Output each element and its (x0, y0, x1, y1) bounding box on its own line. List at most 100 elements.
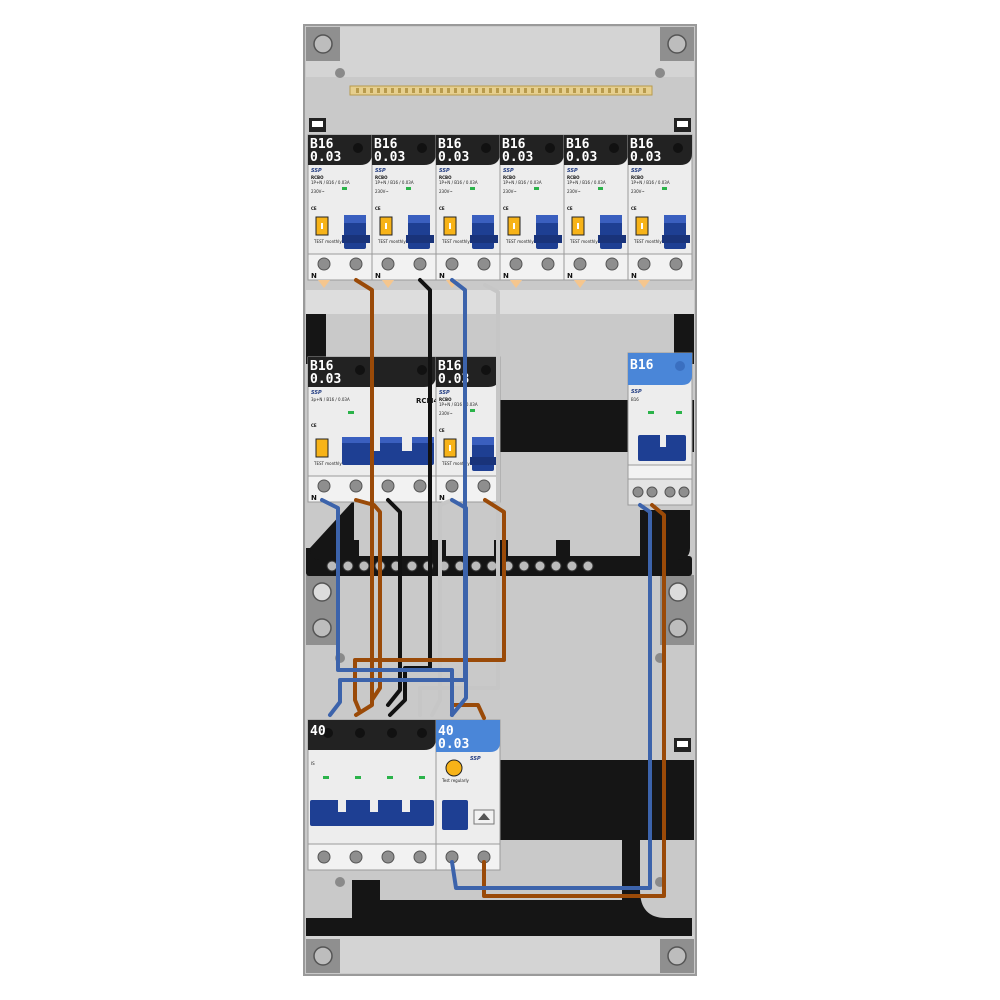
terminal-strip (371, 253, 437, 281)
busbar-pin (363, 88, 366, 93)
spec-label: 230V~ (439, 189, 453, 194)
busbar-pin (468, 88, 471, 93)
rating-label: 40 (310, 724, 326, 739)
status-led (348, 411, 354, 414)
bar-terminal (358, 560, 370, 572)
module-header (628, 135, 692, 165)
busbar-pin (587, 88, 590, 93)
spec-label: 230V~ (631, 189, 645, 194)
wire-blue-4 (450, 503, 652, 890)
busbar-pin (440, 88, 443, 93)
spec-label: RCBO (631, 175, 644, 180)
wire-brown-1 (354, 278, 374, 717)
module-header (436, 357, 500, 387)
test-caption: TEST monthly (441, 239, 470, 244)
busbar-pin (566, 88, 569, 93)
switch-handle (442, 800, 468, 830)
terminal-screw (349, 257, 363, 271)
busbar-pin (412, 88, 415, 93)
rating-label: B16 (438, 137, 462, 152)
spec-label: RCBO (503, 175, 516, 180)
bar-terminal (518, 560, 530, 572)
rating-label: B16 (630, 137, 654, 152)
brand-label: SSP (311, 168, 322, 174)
terminal-screw (509, 257, 523, 271)
ce-mark: CE (631, 206, 637, 211)
rating-label: B16 (374, 137, 398, 152)
terminal-screw (477, 479, 491, 493)
status-led (662, 187, 667, 190)
terminal-screw (605, 257, 619, 271)
terminal-screw (381, 850, 395, 864)
busbar-pin (608, 88, 611, 93)
header-screw (355, 365, 365, 375)
switch-handle-top (472, 215, 494, 223)
terminal-screw (573, 257, 587, 271)
header-screw (673, 143, 683, 153)
busbar-pin (538, 88, 541, 93)
sensitivity-label: 0.03 (310, 150, 341, 165)
header-screw (481, 143, 491, 153)
wire-grey-1 (418, 283, 500, 717)
module-header (628, 353, 692, 385)
bar-terminal (550, 560, 562, 572)
terminal-strip (435, 475, 501, 503)
brand-label: SSP (503, 168, 514, 174)
brand-label: SSP (439, 390, 450, 396)
busbar-pin (622, 88, 625, 93)
terminal-screw (445, 479, 459, 493)
spec-label: 1P+N / B16 / 0.03A (439, 402, 478, 407)
wire-blue-3 (450, 498, 468, 717)
test-caption: TEST monthly (505, 239, 534, 244)
busbar-pin (559, 88, 562, 93)
terminal-screw (664, 486, 676, 498)
header-screw (323, 728, 333, 738)
header-screw (417, 728, 427, 738)
busbar-pin (461, 88, 464, 93)
header-screw (609, 143, 619, 153)
spec-label: RCBO (439, 175, 452, 180)
terminal-screw (381, 479, 395, 493)
busbar-pin (454, 88, 457, 93)
switch-handle-top (472, 437, 494, 445)
terminal-screw (632, 486, 644, 498)
brand-label: SSP (567, 168, 578, 174)
wire-ferrule (510, 280, 522, 288)
switch-handle (638, 435, 686, 461)
spec-label: 1P+N / B16 / 0.03A (503, 180, 542, 185)
test-button-mark (641, 223, 643, 229)
spec-label: 230V~ (311, 189, 325, 194)
neutral-label: N (567, 272, 573, 280)
test-caption: TEST monthly (441, 461, 470, 466)
ce-mark: CE (503, 206, 509, 211)
terminal-screw (317, 257, 331, 271)
busbar-pin (510, 88, 513, 93)
brand-label: SSP (631, 389, 642, 395)
neutral-label: N (631, 272, 637, 280)
busbar-pin (636, 88, 639, 93)
status-led (598, 187, 603, 190)
busbar-pin (643, 88, 646, 93)
brand-label: SSP (439, 168, 450, 174)
busbar-pin (594, 88, 597, 93)
module-header (308, 135, 372, 165)
terminal-strip (563, 253, 629, 281)
switch-handle-base (470, 457, 498, 465)
ce-mark: CE (439, 206, 445, 211)
rcm-label: RCM4 (416, 397, 438, 405)
busbar-pin (419, 88, 422, 93)
terminal-screw (445, 257, 459, 271)
wire-ferrule (318, 280, 330, 288)
test-button-mark (385, 223, 387, 229)
test-button-mark (321, 223, 323, 229)
busbar-pin (384, 88, 387, 93)
test-caption: TEST monthly (633, 239, 662, 244)
trip-arrow (478, 813, 490, 820)
test-caption: TEST monthly (569, 239, 598, 244)
terminal-screw (317, 479, 331, 493)
status-led (470, 409, 475, 412)
switch-handle-top (664, 215, 686, 223)
